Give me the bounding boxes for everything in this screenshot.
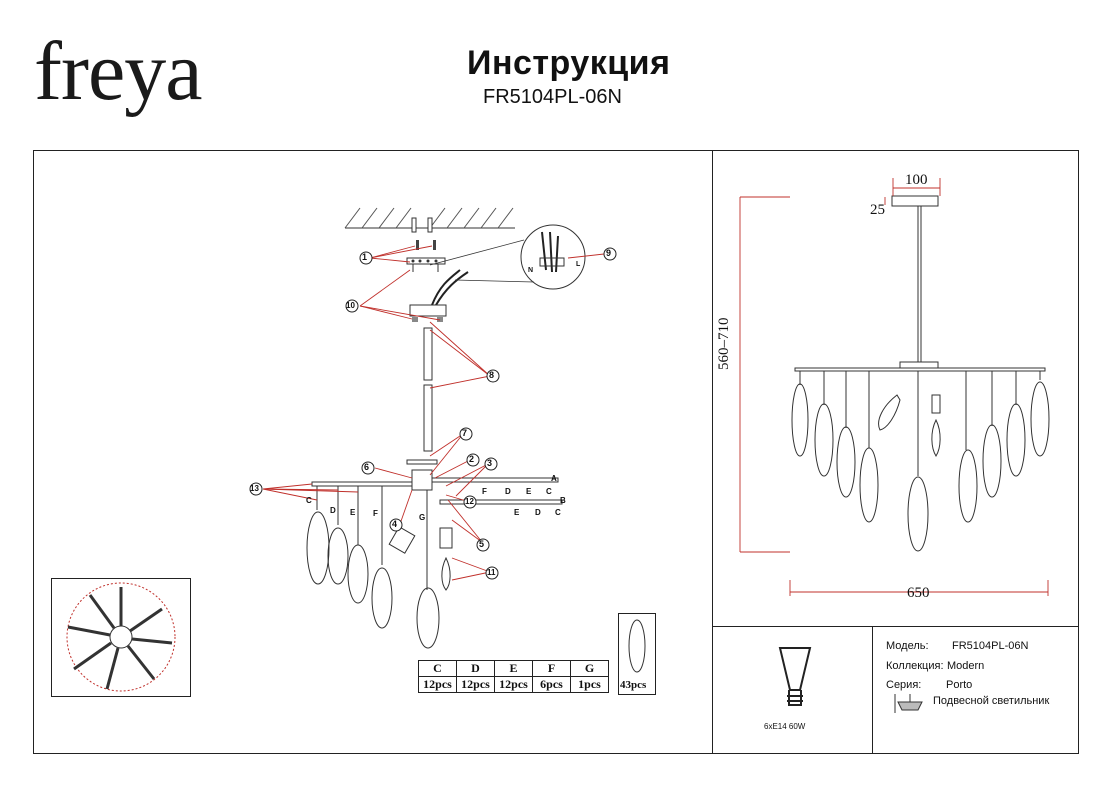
callout-9: 9 [606, 248, 612, 258]
arm-a-label-d: D [505, 487, 511, 496]
divider-vertical [712, 150, 713, 754]
callout-4: 4 [392, 519, 398, 529]
spec-value: Porto [946, 679, 973, 691]
parts-letter: E [494, 660, 533, 677]
parts-letter: F [532, 660, 571, 677]
spec-label: Коллекция: [886, 660, 944, 672]
callout-1: 1 [362, 252, 368, 262]
parts-letter: G [570, 660, 609, 677]
callout-13: 13 [250, 484, 259, 493]
hook-label-f: F [373, 509, 378, 518]
callout-6: 6 [364, 462, 370, 472]
arm-a-label-e: E [526, 487, 532, 496]
callout-11: 11 [487, 568, 496, 577]
callout-5: 5 [479, 539, 485, 549]
callout-7: 7 [462, 428, 468, 438]
wire-label-n: N [528, 267, 534, 274]
hook-label-d: D [330, 506, 336, 515]
callout-12: 12 [465, 497, 474, 506]
spec-collection: Коллекция: Modern [886, 660, 984, 672]
divider-horizontal [712, 626, 1079, 627]
dimension-height-top: 25 [870, 202, 885, 218]
parts-count: 12pcs [418, 676, 457, 693]
dimension-width-top: 100 [905, 172, 928, 188]
parts-letter: C [418, 660, 457, 677]
arm-label-a: A [551, 474, 557, 483]
parts-table: C D E F G 12pcs 12pcs 12pcs 6pcs 1pcs [418, 660, 609, 693]
spec-model: Модель: FR5104PL-06N [886, 640, 1028, 652]
spec-label: Модель: [886, 640, 929, 652]
page-title: Инструкция [467, 44, 671, 82]
parts-count: 1pcs [570, 676, 609, 693]
brand-logo: freya [34, 25, 203, 118]
model-code: FR5104PL-06N [483, 86, 622, 108]
spec-value: Modern [947, 660, 985, 672]
drawing-frame [33, 150, 1079, 754]
dimension-height-range: 560–710 [716, 317, 732, 371]
parts-count: 6pcs [532, 676, 571, 693]
callout-8: 8 [489, 370, 495, 380]
parts-count: 12pcs [456, 676, 495, 693]
pendant-lamp-icon [894, 694, 923, 713]
bulb-icon [778, 647, 812, 706]
callout-3: 3 [487, 458, 493, 468]
spec-series: Серия: Porto [886, 679, 972, 691]
hook-label-e: E [350, 508, 356, 517]
top-view-diagram [51, 578, 191, 697]
callout-10: 10 [346, 301, 355, 310]
pendant-part-box [618, 613, 656, 695]
arm-label-b: B [560, 496, 566, 505]
pendant-part-count: 43pcs [620, 679, 647, 691]
divider-vertical-spec [872, 626, 873, 754]
dimension-width: 650 [907, 585, 930, 601]
spec-type: Подвесной светильник [933, 695, 1050, 707]
hook-label-g: G [419, 513, 426, 522]
bulb-spec: 6xE14 60W [764, 722, 806, 731]
hook-label-c: C [306, 496, 312, 505]
arm-a-label-c: C [546, 487, 552, 496]
arm-b-label-c: C [555, 508, 561, 517]
arm-b-label-d: D [535, 508, 541, 517]
callout-2: 2 [469, 454, 475, 464]
arm-b-label-e: E [514, 508, 520, 517]
arm-a-label-f: F [482, 487, 487, 496]
wire-label-l: L [576, 261, 581, 268]
spec-value: FR5104PL-06N [952, 640, 1029, 652]
spec-label: Серия: [886, 679, 922, 691]
parts-letter: D [456, 660, 495, 677]
parts-count: 12pcs [494, 676, 533, 693]
